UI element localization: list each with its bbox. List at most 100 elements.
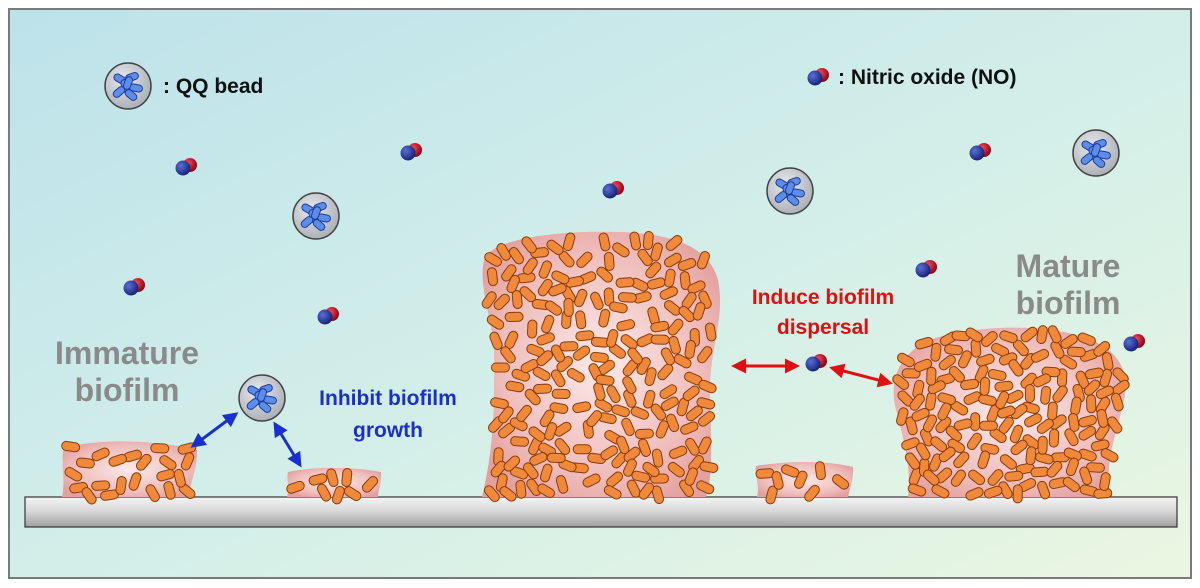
nitrogen-atom xyxy=(602,183,618,199)
bacterium xyxy=(484,252,502,267)
bacterium xyxy=(915,442,931,461)
bacterium xyxy=(667,318,684,336)
nitrogen-atom xyxy=(123,280,139,296)
nitrogen-atom xyxy=(1123,336,1139,352)
substrate-surface xyxy=(24,496,1178,528)
bacterium xyxy=(536,350,554,367)
bacterium xyxy=(642,461,660,478)
bacterium xyxy=(644,367,657,386)
bacterium xyxy=(586,410,603,428)
bacterium xyxy=(1030,348,1050,363)
bacterium xyxy=(308,473,328,486)
bacterium xyxy=(616,435,630,455)
bacterium xyxy=(664,252,682,268)
nitric-oxide-molecule xyxy=(123,278,145,296)
nitrogen-atom xyxy=(969,145,985,161)
bacterium xyxy=(163,481,176,500)
bacterium xyxy=(673,354,692,369)
bacterium xyxy=(128,472,142,491)
bacterium xyxy=(1068,412,1080,432)
bacterium xyxy=(286,480,305,494)
bacterium xyxy=(832,474,850,490)
bacterium xyxy=(1036,325,1048,345)
bacterium xyxy=(682,385,700,402)
bacterium xyxy=(892,374,910,390)
bacterium xyxy=(555,475,569,494)
bacterium xyxy=(572,444,592,455)
bacterium xyxy=(550,344,566,363)
bacterium xyxy=(935,416,952,434)
bacterium xyxy=(620,334,638,350)
bacterium xyxy=(931,484,950,499)
bacterium xyxy=(965,487,984,501)
bacterium xyxy=(617,292,637,303)
bacterium xyxy=(696,397,716,410)
bacterium xyxy=(594,398,613,413)
bacterium xyxy=(999,330,1018,344)
bacterium xyxy=(965,327,983,343)
bacterium xyxy=(544,422,558,441)
bacterium xyxy=(550,369,566,388)
bacterium xyxy=(699,461,719,473)
bacterium xyxy=(1023,413,1043,428)
bacterium xyxy=(551,270,570,285)
bacterium xyxy=(1009,424,1024,444)
bacterium xyxy=(522,257,538,275)
bacterium xyxy=(696,250,711,270)
bacterium xyxy=(1085,462,1105,473)
bacterium xyxy=(616,319,636,332)
bacterium xyxy=(1093,341,1111,357)
bacterium xyxy=(771,471,784,490)
qq-bead xyxy=(292,192,340,240)
inhibit-arrow-right xyxy=(273,421,302,468)
bacterium xyxy=(596,266,614,283)
bacterium xyxy=(611,404,630,418)
bacterium xyxy=(697,411,716,427)
bacterium xyxy=(1095,385,1115,400)
bacterium xyxy=(944,344,963,356)
bacterium xyxy=(1090,439,1110,452)
qq-bead xyxy=(238,374,286,422)
bacterium xyxy=(793,470,808,489)
bacterium xyxy=(1084,367,1104,380)
bacterium xyxy=(537,278,553,297)
qq-bead-legend-icon xyxy=(104,62,152,110)
bacterium xyxy=(901,437,920,451)
nitric-oxide-molecule xyxy=(915,260,937,278)
bacterium xyxy=(343,486,362,502)
bacterium xyxy=(1020,326,1038,343)
bacterium xyxy=(1112,379,1130,396)
bacterium xyxy=(64,466,83,482)
bacterium xyxy=(1046,460,1063,478)
bacterium xyxy=(1066,346,1086,358)
bacterium xyxy=(650,334,670,345)
bacterium xyxy=(486,314,505,330)
bacterium xyxy=(562,232,576,252)
bacterium xyxy=(995,391,1010,410)
bacterium xyxy=(1100,448,1119,463)
bacterium xyxy=(115,476,127,495)
bacterium xyxy=(500,346,516,364)
bacterium xyxy=(529,452,548,466)
bacterium xyxy=(481,291,497,309)
bacterium xyxy=(1078,425,1097,441)
bacterium xyxy=(642,231,654,250)
bacterium xyxy=(968,469,986,486)
bacterium xyxy=(904,452,921,470)
bacterium xyxy=(923,469,940,486)
bacterium xyxy=(612,242,630,258)
bacterium xyxy=(551,388,571,400)
bacterium xyxy=(554,438,571,455)
bacterium xyxy=(659,384,678,400)
bacterium xyxy=(953,451,970,469)
bacterium xyxy=(630,406,649,420)
bacterium xyxy=(566,368,585,383)
bacterium xyxy=(598,308,611,328)
bacterium xyxy=(627,347,643,365)
qq-bead-legend-label: : QQ bead xyxy=(163,75,263,98)
bacterium xyxy=(650,242,663,262)
bacterium xyxy=(981,330,998,348)
bacterium xyxy=(979,420,998,431)
bacterium xyxy=(537,483,555,499)
bacterium xyxy=(536,332,555,346)
